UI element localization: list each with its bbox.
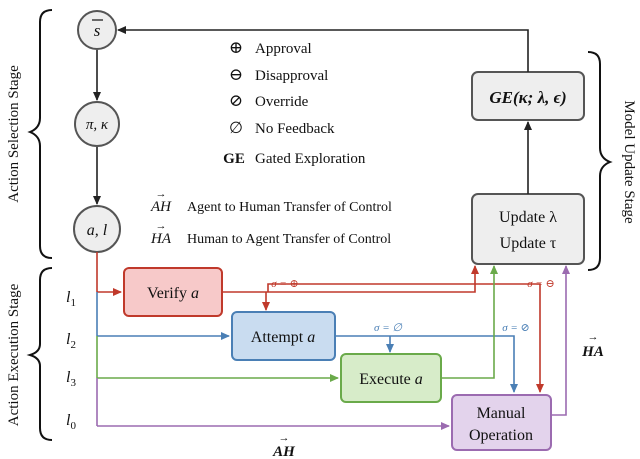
- verify-label: Verify a: [147, 285, 199, 302]
- s-bar-node: s: [77, 10, 117, 50]
- action-execution-stage-label: Action Execution Stage: [6, 283, 22, 426]
- no-feedback-symbol: ∅: [229, 120, 243, 137]
- action-execution-brace: [26, 267, 53, 441]
- level-l1: l1: [66, 289, 76, 309]
- update-lambda: Update λ: [499, 209, 557, 226]
- sigma-no-feedback-label: σ = ∅: [374, 322, 402, 334]
- attempt-label: Attempt a: [251, 329, 315, 346]
- action-node: a, l: [73, 205, 121, 253]
- verify-box: Verify a: [123, 267, 223, 317]
- model-update-stage-label: Model Update Stage: [621, 100, 637, 224]
- red-line-verify-to-manual: [267, 283, 544, 393]
- ha-symbol: HA: [150, 231, 172, 247]
- purple-line-manual-to-update: [552, 265, 570, 416]
- no-feedback-label: No Feedback: [255, 121, 335, 137]
- green-line-execute-to-update: [442, 265, 498, 379]
- ah-arrow-glyph: →: [156, 188, 167, 200]
- action-selection-stage-label: Action Selection Stage: [6, 65, 22, 203]
- attempt-box: Attempt a: [231, 311, 336, 361]
- level-labels: l1 l2 l3 l0: [66, 289, 76, 432]
- manual-operation-box: Manual Operation: [451, 394, 552, 451]
- red-line-verify-to-update: [223, 265, 479, 293]
- action-selection-brace: [27, 9, 53, 259]
- ha-edge-arrow-glyph: →: [588, 331, 599, 343]
- execute-box: Execute a: [340, 353, 442, 403]
- ha-arrow-glyph: →: [156, 220, 167, 232]
- manual-label-line2: Operation: [469, 427, 533, 444]
- policy-label: π, κ: [86, 117, 109, 133]
- update-box: Update λ Update τ: [471, 193, 585, 265]
- blue-line-attempt-to-update: [336, 335, 518, 393]
- ge-box: GE(κ; λ, ϵ): [471, 71, 585, 121]
- disapproval-label: Disapproval: [255, 68, 328, 84]
- manual-label-line1: Manual: [477, 405, 526, 422]
- ge-formula: GE(κ; λ, ϵ): [489, 88, 566, 107]
- ah-symbol: AH: [150, 199, 172, 215]
- execute-label: Execute a: [359, 371, 423, 388]
- update-tau: Update τ: [500, 235, 557, 252]
- approval-symbol: ⊕: [229, 38, 243, 57]
- level-l2: l2: [66, 331, 76, 351]
- ah-edge-label: AH: [272, 444, 296, 459]
- level-l0: l0: [66, 412, 76, 432]
- policy-node: π, κ: [74, 101, 120, 147]
- ge-symbol: GE: [223, 151, 245, 167]
- ha-label: Human to Agent Transfer of Control: [187, 232, 391, 247]
- override-symbol: ⊘: [229, 91, 243, 110]
- ge-label: Gated Exploration: [255, 151, 366, 167]
- model-update-brace: [587, 51, 613, 271]
- ah-edge-arrow-glyph: →: [279, 432, 290, 444]
- s-bar-label: s: [94, 21, 101, 40]
- action-label: a, l: [87, 222, 108, 239]
- ah-label: Agent to Human Transfer of Control: [187, 200, 392, 215]
- transfer-legend: → AH Agent to Human Transfer of Control …: [150, 188, 392, 247]
- sigma-override-label: σ = ⊘: [502, 322, 530, 334]
- arrow-ge-to-s: [117, 26, 529, 72]
- sigma-approval-label: σ = ⊕: [271, 278, 299, 290]
- legend: ⊕ Approval ⊖ Disapproval ⊘ Override ∅ No…: [223, 38, 366, 167]
- approval-label: Approval: [255, 41, 312, 57]
- override-label: Override: [255, 94, 309, 110]
- disapproval-symbol: ⊖: [229, 65, 243, 84]
- sigma-disapproval-label: σ = ⊖: [527, 278, 555, 290]
- level-l3: l3: [66, 369, 76, 389]
- ha-edge-label: HA: [581, 344, 604, 360]
